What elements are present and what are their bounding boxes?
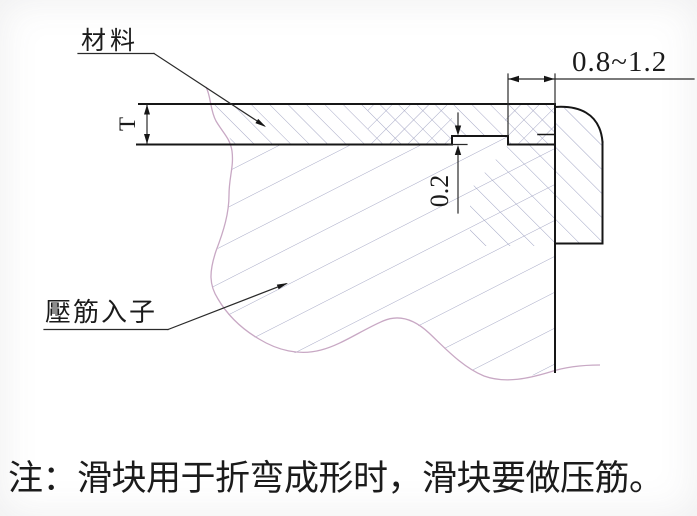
gap-width-dimension-text: 0.8~1.2	[572, 46, 668, 78]
material-label: 材料	[81, 28, 140, 55]
break-line	[205, 86, 601, 381]
material-leader	[77, 52, 266, 127]
drawing-note: 注：滑块用于折弯成形时，滑块要做压筋。	[8, 459, 664, 498]
slide-hatch	[555, 106, 603, 244]
slide-outline	[553, 103, 604, 373]
rib-step-dimension-text: 0.2	[425, 174, 454, 208]
material-outline	[136, 103, 556, 146]
material-hatch	[214, 104, 555, 145]
thickness-dimension-text: T	[115, 116, 140, 132]
dim-gap-width	[507, 73, 695, 137]
dim-thickness	[144, 104, 150, 145]
rib-insert-label: 壓筋入子	[45, 298, 158, 327]
rib-insert-leader	[43, 283, 288, 331]
dim-rib-step	[454, 112, 462, 214]
